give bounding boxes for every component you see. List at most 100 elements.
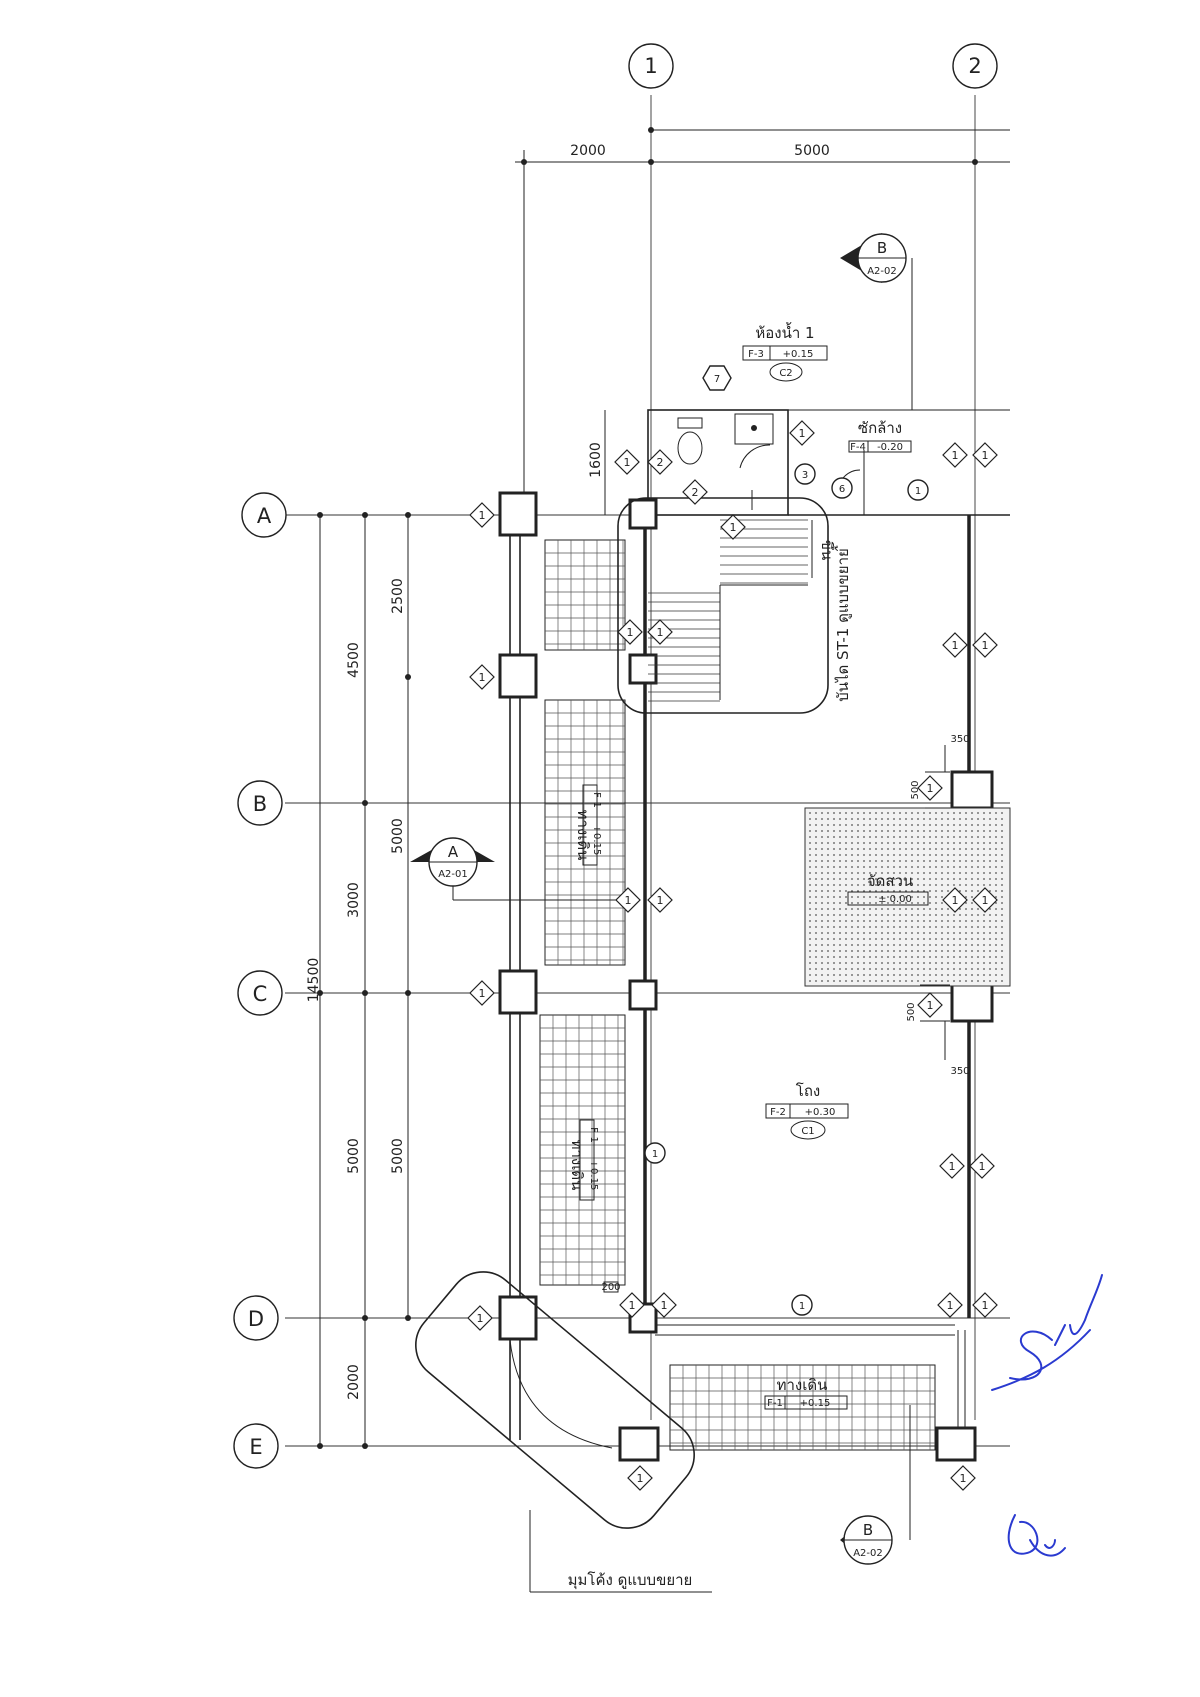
dim-left-5000-a: 5000 bbox=[346, 1138, 362, 1174]
section-left-sheet: A2-01 bbox=[438, 869, 468, 880]
diamond-tag-10: 1 bbox=[647, 619, 673, 645]
room-bathroom: ห้องน้ำ 1 F-3 +0.15 C2 bbox=[742, 322, 828, 382]
room-bathroom-code: F-3 bbox=[748, 349, 764, 360]
diamond-tag-label: 1 bbox=[799, 427, 806, 440]
grid-label-row-d: D bbox=[248, 1307, 264, 1331]
room-hall: โถง F-2 +0.30 C1 bbox=[765, 1082, 849, 1140]
grid-label-row-c: C bbox=[253, 982, 268, 1006]
diamond-tags: 1 2 2 1 1 1 1 1 1 1 1 1 1 1 1 1 1 1 1 1 1 1 1 1 1 1 1 1 1 bbox=[467, 420, 998, 1491]
diamond-tag-8: 1 bbox=[469, 664, 495, 690]
diamond-tag-27: 1 bbox=[627, 1465, 653, 1491]
diamond-tag-label: 1 bbox=[960, 1472, 967, 1485]
section-marker-bottom: B A2-02 bbox=[840, 1405, 911, 1565]
diamond-tag-label: 2 bbox=[657, 456, 664, 469]
room-garden-level: ± 0.00 bbox=[878, 894, 912, 905]
diamond-tag-18: 1 bbox=[469, 980, 495, 1006]
diamond-tag-label: 1 bbox=[949, 1160, 956, 1173]
diamond-tag-label: 1 bbox=[982, 1299, 989, 1312]
diamond-tag-14: 1 bbox=[615, 887, 641, 913]
diamond-tag-3: 1 bbox=[789, 420, 815, 446]
dim-inner-5000-a: 5000 bbox=[390, 818, 406, 854]
diamond-tag-19: 1 bbox=[917, 992, 943, 1018]
section-bottom-letter: B bbox=[863, 1521, 873, 1539]
room-laundry-name: ซักล้าง bbox=[858, 419, 902, 437]
small-label-200: 200 bbox=[601, 1282, 620, 1293]
diamond-tag-label: 1 bbox=[952, 894, 959, 907]
diamond-tag-25: 1 bbox=[937, 1292, 963, 1318]
bathroom-fixtures bbox=[677, 413, 861, 510]
top-dimension-lines: 2000 5000 bbox=[515, 127, 1010, 520]
grid-label-col-1: 1 bbox=[644, 54, 657, 78]
diamond-tag-15: 1 bbox=[647, 887, 673, 913]
diamond-tag-label: 1 bbox=[979, 1160, 986, 1173]
diamond-tag-label: 1 bbox=[982, 639, 989, 652]
walkway-1-level: +0.15 bbox=[591, 825, 602, 856]
circle-tags: 3 6 1 1 1 7 200 bbox=[601, 365, 929, 1316]
circle-tag-6: 6 bbox=[839, 484, 845, 495]
grid-label-row-e: E bbox=[249, 1435, 262, 1459]
walkway-1-code: F-1 bbox=[591, 792, 602, 808]
room-hall-name: โถง bbox=[796, 1082, 820, 1100]
grid-bubble-col-2: 2 bbox=[952, 43, 998, 89]
diamond-tag-label: 1 bbox=[657, 626, 664, 639]
grid-bubble-row-e: E bbox=[233, 1423, 279, 1469]
section-marker-left: A A2-01 bbox=[410, 837, 620, 901]
tiled-walkway-low bbox=[539, 1014, 626, 1286]
diamond-tag-26: 1 bbox=[972, 1292, 998, 1318]
stair-up-label: ขึ้น bbox=[818, 540, 838, 561]
column-dimensions: 350 500 500 350 bbox=[906, 734, 970, 1077]
columns bbox=[498, 491, 994, 1462]
room-garden: จัดสวน ± 0.00 bbox=[847, 872, 929, 906]
diamond-tag-2: 2 bbox=[682, 479, 708, 505]
diamond-tag-label: 1 bbox=[982, 449, 989, 462]
dim-col-350-low: 350 bbox=[950, 1066, 969, 1077]
diamond-tag-label: 1 bbox=[952, 639, 959, 652]
section-left-letter: A bbox=[448, 843, 459, 861]
grid-label-row-a: A bbox=[257, 504, 272, 528]
diamond-tag-label: 1 bbox=[927, 782, 934, 795]
room-hall-ceiling: C1 bbox=[801, 1126, 814, 1137]
walkway-3-code: F-1 bbox=[767, 1398, 783, 1409]
diamond-tag-6: 1 bbox=[720, 514, 746, 540]
grid-bubble-row-a: A bbox=[241, 492, 287, 538]
diamond-tag-label: 1 bbox=[625, 894, 632, 907]
corner-detail: มุมโค้ง ดูแบบขยาย bbox=[415, 1271, 712, 1593]
diamond-tag-label: 1 bbox=[982, 894, 989, 907]
diamond-tag-7: 1 bbox=[469, 502, 495, 528]
diamond-tag-28: 1 bbox=[950, 1465, 976, 1491]
signature-second bbox=[1007, 1514, 1066, 1557]
room-bathroom-ceiling: C2 bbox=[779, 368, 792, 379]
walkway-3-level: +0.15 bbox=[800, 1398, 831, 1409]
grid-bubble-row-c: C bbox=[237, 970, 283, 1016]
diamond-tag-label: 1 bbox=[952, 449, 959, 462]
room-bathroom-name: ห้องน้ำ 1 bbox=[755, 322, 814, 342]
room-laundry-level: -0.20 bbox=[877, 442, 903, 453]
section-marker-top: B A2-02 bbox=[840, 233, 913, 410]
room-walkway-1: ทางเดิน F-1 +0.15 bbox=[574, 784, 602, 866]
diamond-tag-22: 1 bbox=[467, 1305, 493, 1331]
walkway-2-level: +0.15 bbox=[588, 1160, 599, 1191]
corner-note: มุมโค้ง ดูแบบขยาย bbox=[568, 1571, 693, 1590]
diamond-tag-label: 2 bbox=[692, 486, 699, 499]
diamond-tag-24: 1 bbox=[651, 1292, 677, 1318]
room-walkway-2: ทางเดิน F-1 +0.15 bbox=[568, 1119, 599, 1201]
diamond-tag-9: 1 bbox=[617, 619, 643, 645]
diamond-tag-16: 1 bbox=[942, 887, 968, 913]
left-dimension-lines: 14500 4500 3000 5000 2000 2500 5000 5000… bbox=[306, 410, 606, 1449]
dim-left-4500: 4500 bbox=[346, 642, 362, 678]
room-hall-code: F-2 bbox=[770, 1107, 786, 1118]
circle-tag-1c: 1 bbox=[799, 1301, 805, 1312]
diamond-tag-label: 1 bbox=[927, 999, 934, 1012]
room-walkway-3: ทางเดิน F-1 +0.15 bbox=[764, 1376, 848, 1410]
dim-col-350-top: 350 bbox=[950, 734, 969, 745]
grid-label-row-b: B bbox=[253, 792, 267, 816]
diamond-tag-label: 1 bbox=[624, 456, 631, 469]
dim-bathroom-1600: 1600 bbox=[588, 442, 604, 478]
diamond-tag-23: 1 bbox=[619, 1292, 645, 1318]
circle-tag-3: 3 bbox=[802, 470, 808, 481]
dim-top-5000: 5000 bbox=[794, 143, 830, 159]
dim-top-2000: 2000 bbox=[570, 143, 606, 159]
diamond-tag-label: 1 bbox=[479, 987, 486, 1000]
grid-bubble-row-b: B bbox=[237, 780, 283, 826]
room-laundry-code: F-4 bbox=[850, 442, 866, 453]
